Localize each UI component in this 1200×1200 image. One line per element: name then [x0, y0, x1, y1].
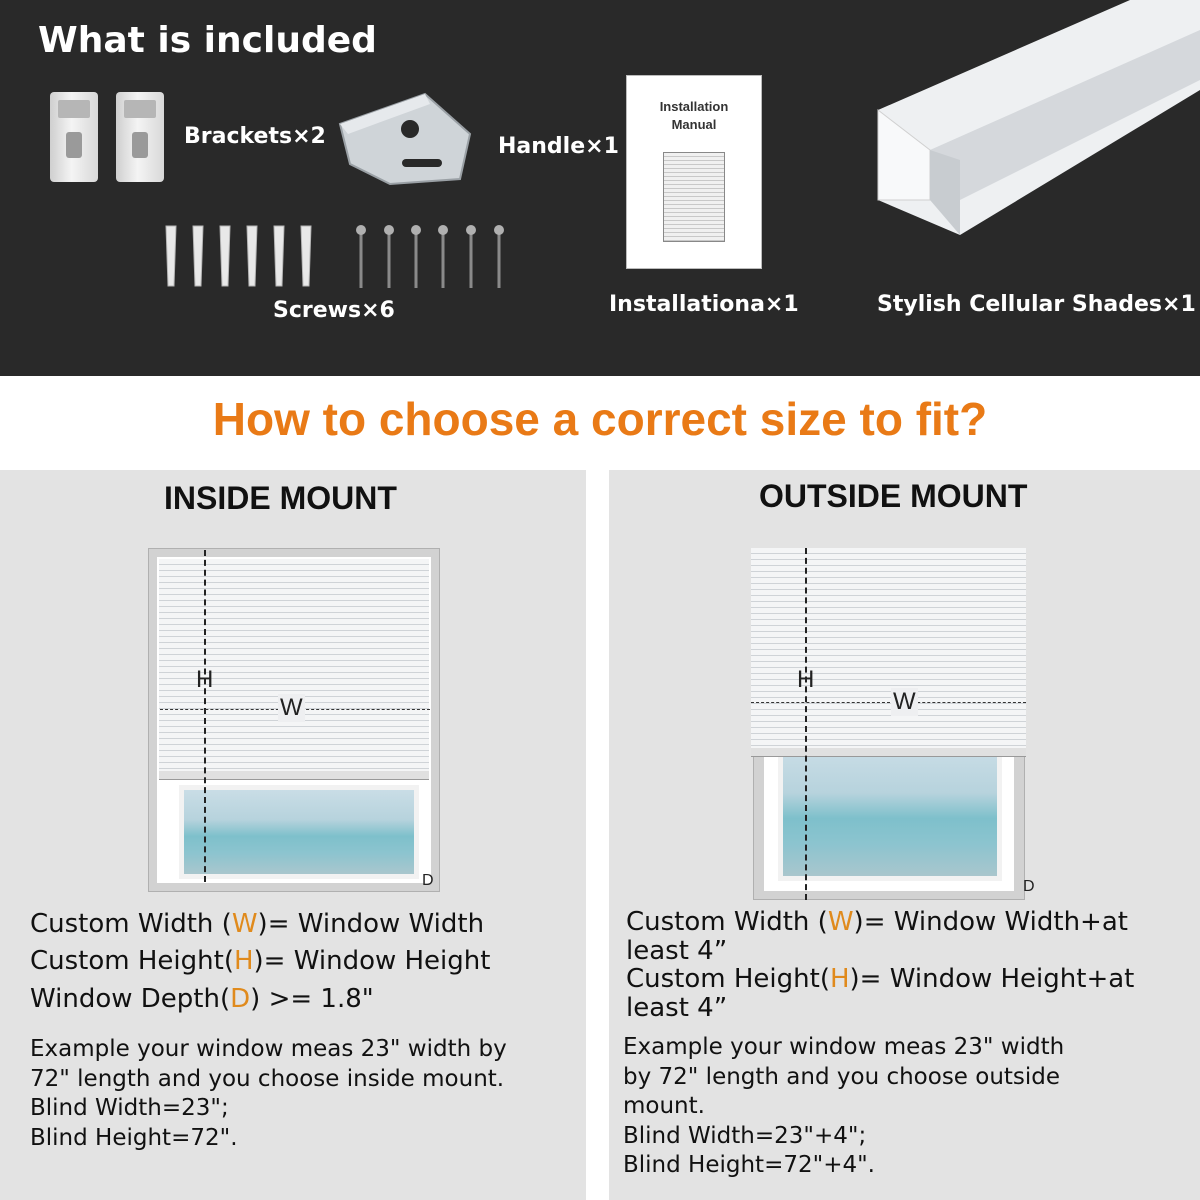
cellular-blind — [159, 559, 429, 771]
cellular-shade-headrail-image — [877, 0, 1200, 235]
depth-label: D — [422, 872, 434, 889]
example-line: mount. — [623, 1093, 705, 1119]
manual-label: Installationa×1 — [609, 292, 799, 317]
width-label: W — [891, 688, 918, 716]
example-line: Blind Height=72"+4". — [623, 1152, 875, 1178]
screws-image — [165, 225, 504, 288]
handle-label: Handle×1 — [498, 134, 619, 159]
outside-mount-panel: OUTSIDE MOUNT H W D Custom Width (W)= Wi… — [609, 470, 1200, 1200]
example-line: Blind Width=23"; — [30, 1095, 229, 1121]
cellular-blind — [751, 548, 1026, 756]
outside-height-formula: Custom Height(H)= Window Height+at — [626, 964, 1135, 994]
screws-label: Screws×6 — [273, 298, 395, 323]
height-label: H — [797, 666, 815, 693]
width-label: W — [278, 694, 305, 722]
blind-bottom-rail — [751, 748, 1026, 757]
blind-bottom-rail — [159, 771, 429, 780]
height-label: H — [196, 666, 214, 693]
example-line: by 72" length and you choose outside — [623, 1063, 1061, 1090]
size-guide-heading: How to choose a correct size to fit? — [212, 393, 988, 445]
inside-width-formula: Custom Width (W)= Window Width — [30, 909, 485, 939]
outside-example: Example your window meas 23" width by 72… — [623, 1033, 1064, 1181]
height-measure-line — [204, 550, 206, 882]
depth-label: D — [1023, 878, 1035, 895]
installation-manual-image: Installation Manual — [626, 75, 762, 269]
example-line: Example your window meas 23" width by — [30, 1036, 507, 1062]
bracket-image — [50, 92, 98, 182]
example-line: Blind Height=72". — [30, 1124, 238, 1151]
window-view — [778, 743, 1002, 881]
inside-depth-formula: Window Depth(D) >= 1.8" — [30, 984, 374, 1014]
inside-mount-panel: INSIDE MOUNT H W D Custom Width (W)= Win… — [0, 470, 586, 1200]
handle-image — [338, 92, 472, 186]
outside-width-formula-cont: least 4” — [626, 935, 728, 966]
inside-height-formula: Custom Height(H)= Window Height — [30, 946, 491, 976]
example-line: Blind Width=23"+4"; — [623, 1122, 867, 1149]
width-measure-line — [751, 702, 1026, 703]
example-line: 72" length and you choose inside mount. — [30, 1065, 505, 1092]
manual-cover-picture — [663, 152, 725, 242]
outside-formulas: Custom Width (W)= Window Width+at least … — [626, 908, 1134, 1022]
outside-width-formula: Custom Width (W)= Window Width+at — [626, 907, 1128, 937]
inside-example: Example your window meas 23" width by 72… — [30, 1035, 507, 1153]
inside-mount-title: INSIDE MOUNT — [164, 480, 397, 516]
window-view — [179, 785, 419, 879]
included-title: What is included — [38, 20, 377, 61]
outside-mount-title: OUTSIDE MOUNT — [759, 478, 1028, 514]
brackets-label: Brackets×2 — [184, 124, 326, 149]
shade-label: Stylish Cellular Shades×1 — [877, 292, 1196, 317]
outside-height-formula-cont: least 4” — [626, 992, 728, 1023]
manual-cover-title: Installation Manual — [659, 99, 729, 132]
bracket-image — [116, 92, 164, 182]
included-banner: What is included Brackets×2 Handle×1 Scr… — [0, 0, 1200, 376]
height-measure-line — [805, 548, 807, 900]
example-line: Example your window meas 23" width — [623, 1034, 1065, 1060]
